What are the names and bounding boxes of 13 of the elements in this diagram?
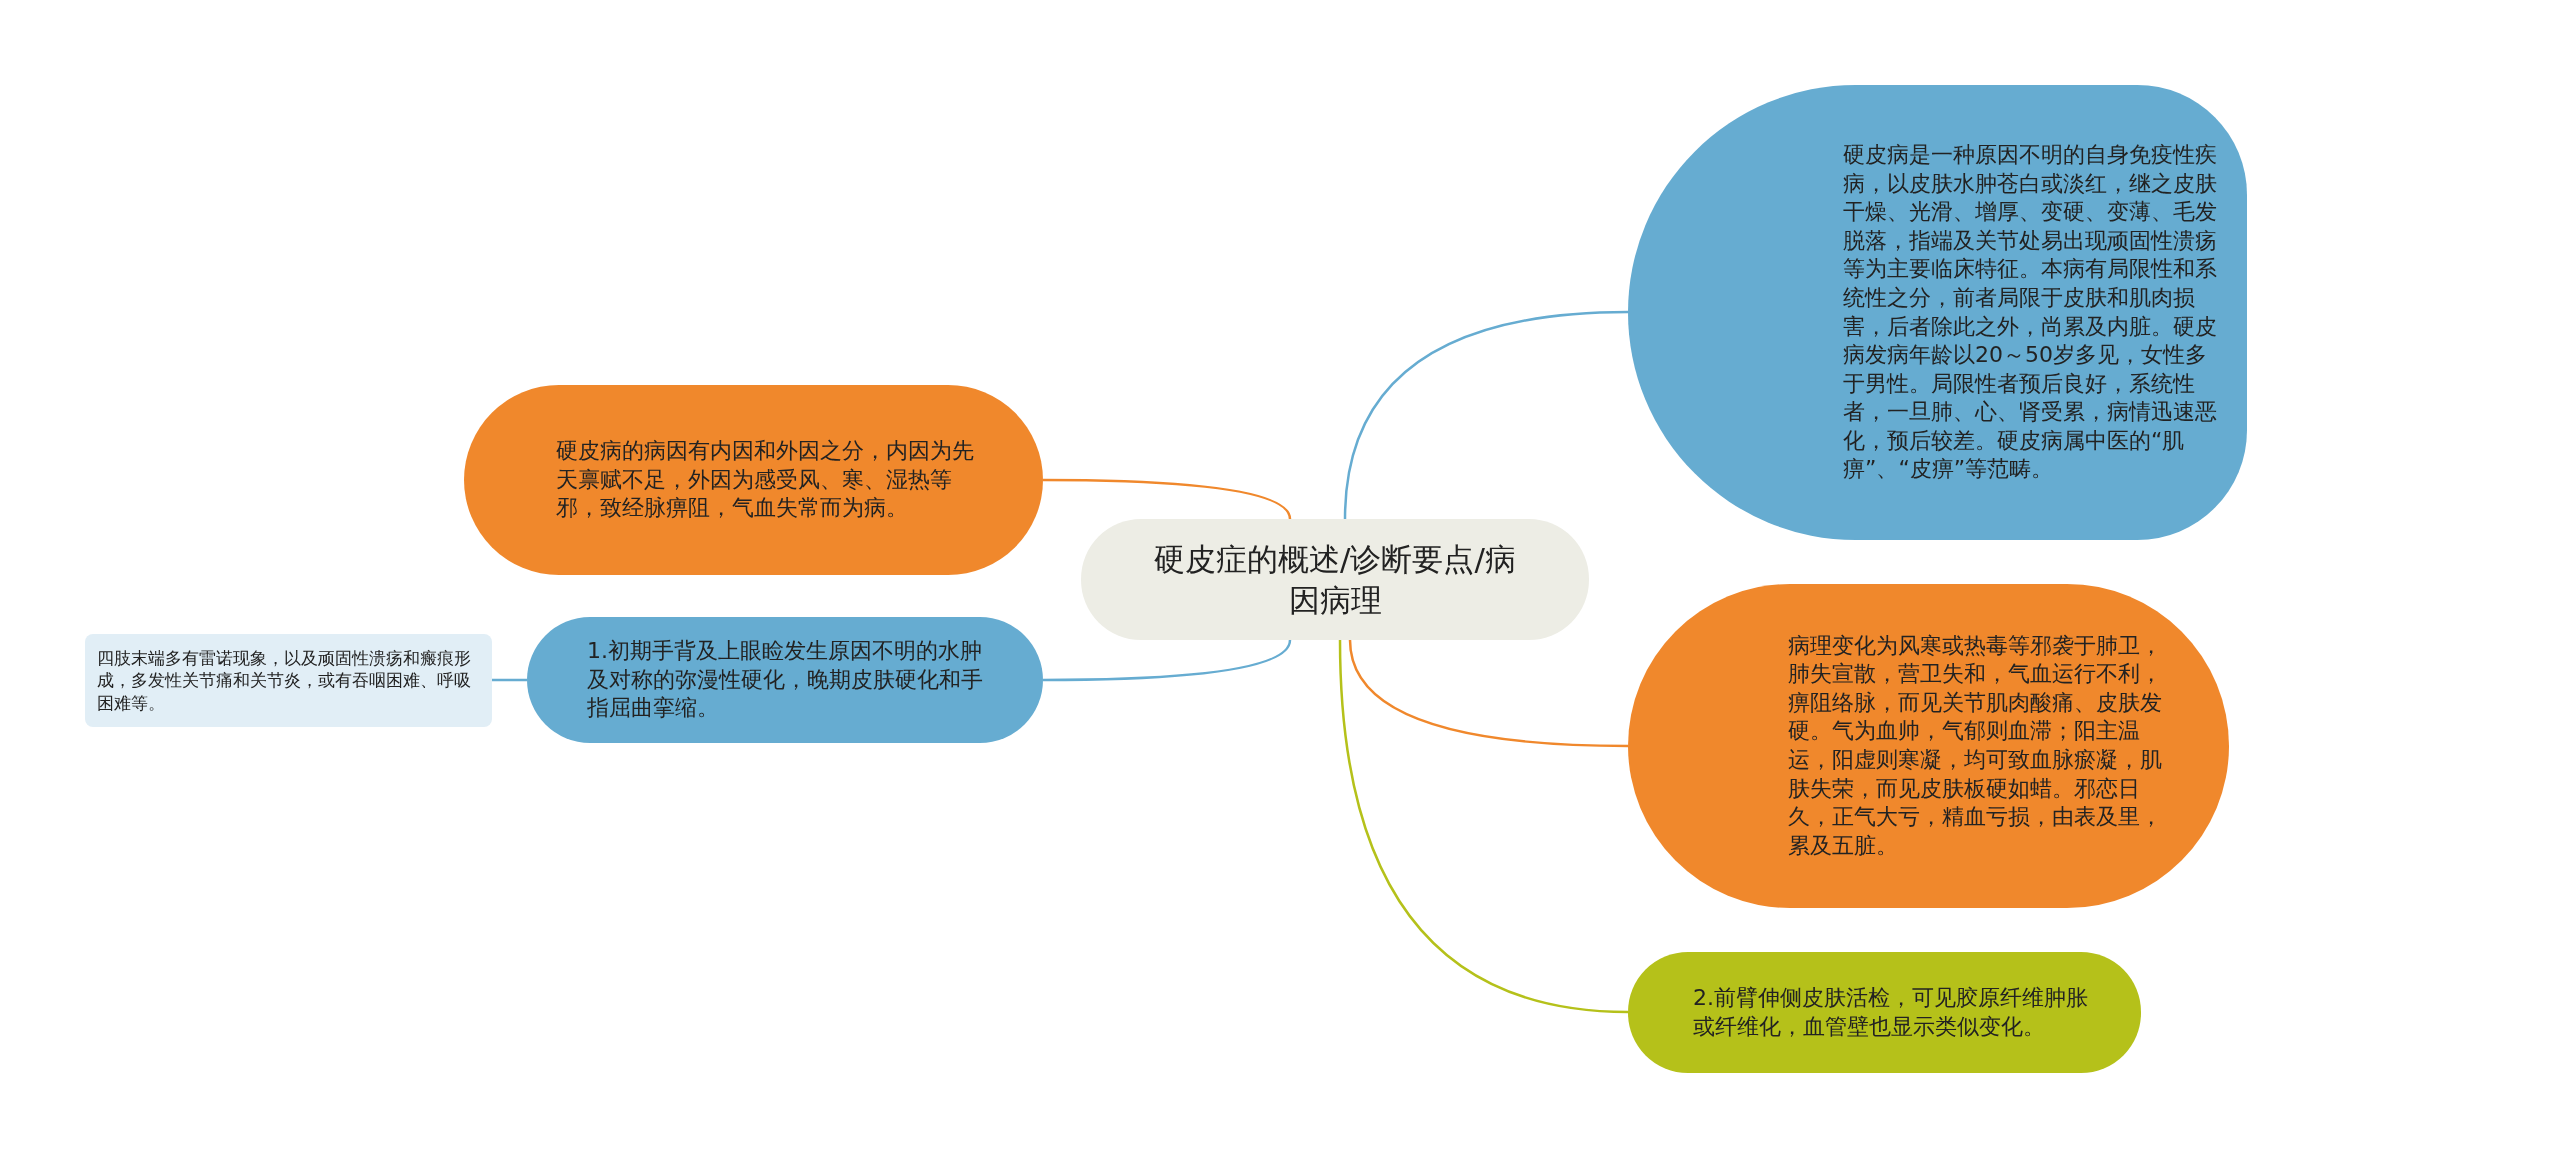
note-box: 四肢末端多有雷诺现象，以及顽固性溃疡和瘢痕形成，多发性关节痛和关节炎，或有吞咽困难、呼吸困难等。 (85, 634, 492, 727)
connector-line (1338, 639, 1629, 1014)
topic-box: 硬皮病的病因有内因和外因之分，内因为先天禀赋不足，外因为感受风、寒、湿热等邪，致经脉痹阻，气血失常而为病。 (464, 385, 1043, 575)
connector-line (1348, 639, 1629, 748)
connector-line (1343, 310, 1629, 520)
topic-box: 2.前臂伸侧皮肤活检，可见胶原纤维肿胀或纤维化，血管壁也显示类似变化。 (1628, 952, 2141, 1073)
topic-box: 硬皮症的概述/诊断要点/病因病理 (1081, 519, 1589, 640)
topic-box: 1.初期手背及上眼睑发生原因不明的水肿及对称的弥漫性硬化，晚期皮肤硬化和手指屈曲挛缩。 (527, 617, 1043, 743)
connector-line (1043, 639, 1292, 682)
connector-line (1043, 478, 1292, 520)
topic-box: 病理变化为风寒或热毒等邪袭于肺卫，肺失宣散，营卫失和，气血运行不利，痹阻络脉，而见关节肌肉酸痛、皮肤发硬。气为血帅，气郁则血滞；阳主温运，阳虚则寒凝，均可致血脉瘀凝，肌肤失荣，而见皮肤板硬如蜡。邪恋日久，正气大亏，精血亏损，由表及里，累及五脏。 (1628, 584, 2229, 908)
connector-line (492, 678, 527, 682)
topic-box: 硬皮病是一种原因不明的自身免疫性疾病，以皮肤水肿苍白或淡红，继之皮肤干燥、光滑、增厚、变硬、变薄、毛发脱落，指端及关节处易出现顽固性溃疡等为主要临床特征。本病有局限性和系统性之分，前者局限于皮肤和肌肉损害，后者除此之外，尚累及内脏。硬皮病发病年龄以20～50岁多见，女性多于男性。局限性者预后良好，系统性者，一旦肺、心、肾受累，病情迅速恶化，预后较差。硬皮病属中医的“肌痹”、“皮痹”等范畴。 (1628, 85, 2247, 540)
